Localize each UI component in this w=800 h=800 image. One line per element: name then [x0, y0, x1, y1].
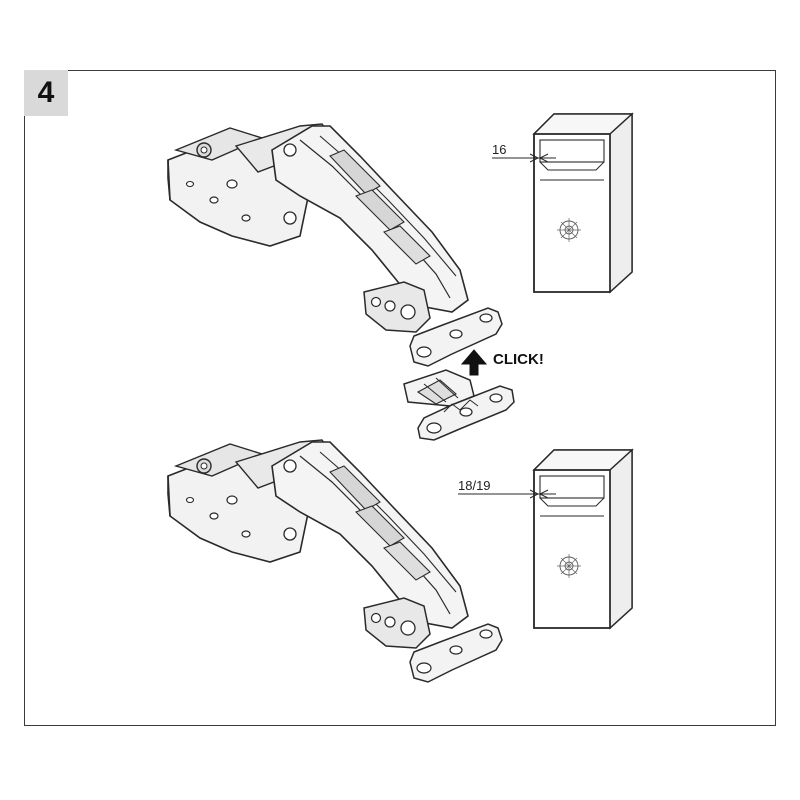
mounting-plate [403, 369, 515, 441]
bottom-hinge-illustration [167, 439, 503, 683]
top-cabinet-illustration [533, 113, 633, 293]
bottom-thickness-label: 18/19 [458, 478, 491, 493]
bottom-cabinet-illustration [533, 449, 633, 629]
step-number-badge: 4 [24, 70, 68, 116]
step-number: 4 [37, 76, 55, 109]
diagram-frame [24, 70, 776, 726]
click-label: CLICK! [493, 351, 544, 368]
arrow-up-icon [460, 349, 488, 376]
top-thickness-label: 16 [492, 142, 506, 157]
top-hinge-illustration [167, 123, 503, 367]
